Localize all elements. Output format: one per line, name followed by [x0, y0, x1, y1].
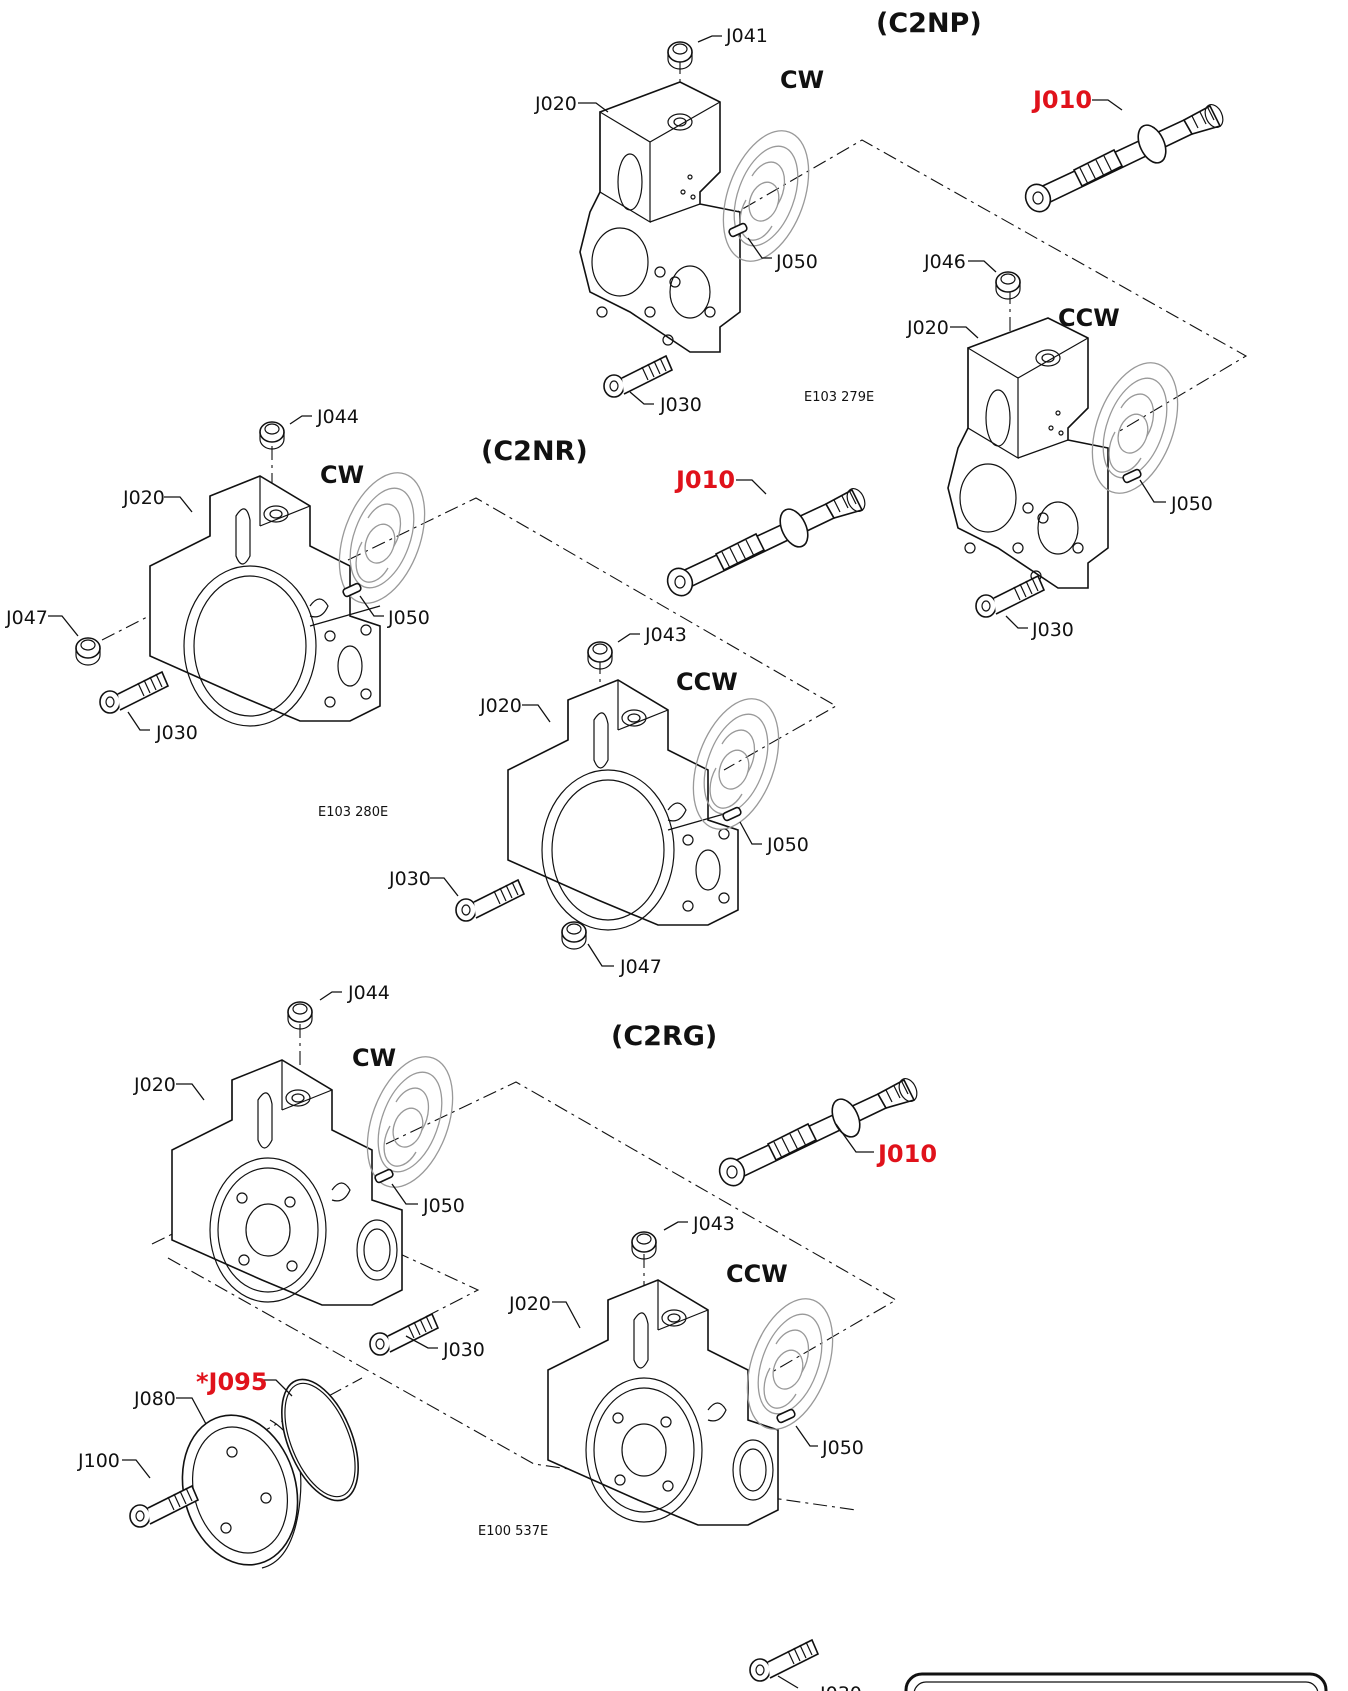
j030-screw-icon [455, 879, 525, 922]
label-j100: J100 [77, 1450, 120, 1472]
label-j043: J043 [644, 624, 687, 646]
label-j050: J050 [775, 251, 818, 273]
label-j020: J020 [906, 317, 949, 339]
j030-screw-icon [749, 1639, 819, 1682]
drawing-ref-c2nr: E103 280E [318, 805, 388, 820]
drawing-ref-c2np: E103 279E [804, 390, 874, 405]
j050-pin-icon [775, 1407, 797, 1425]
section-title-c2nr: (C2NR) [481, 436, 588, 467]
direction-cw-c2np: CW [780, 66, 824, 94]
label-j020: J020 [133, 1074, 176, 1096]
j020-body-cw-c2nr [149, 475, 381, 727]
j030-screw-icon [975, 575, 1045, 618]
j030-screw-icon [369, 1313, 439, 1356]
assembly-line [719, 139, 1248, 433]
label-j050: J050 [422, 1195, 465, 1217]
section-title-c2np: (C2NP) [876, 8, 982, 39]
label-j050: J050 [766, 834, 809, 856]
label-j020: J020 [122, 487, 165, 509]
assembly-line [347, 497, 838, 771]
label-j030: J030 [388, 868, 431, 890]
label-j080: J080 [133, 1388, 176, 1410]
label-j030: J030 [659, 394, 702, 416]
label-j030: J030 [442, 1339, 485, 1361]
assembly-line [385, 1081, 898, 1373]
label-j020: J020 [508, 1293, 551, 1315]
section-c2nr: (C2NR) CW CCW E103 280E J044 J020 J010 J… [5, 406, 870, 978]
label-j043: J043 [692, 1213, 735, 1235]
label-j020: J020 [534, 93, 577, 115]
j030-screw-icon [99, 671, 169, 714]
label-j044: J044 [347, 982, 390, 1004]
label-j047: J047 [619, 956, 662, 978]
j047-plug-icon [561, 921, 587, 950]
direction-ccw-c2rg: CCW [726, 1260, 788, 1288]
drawing-ref-c2rg: E100 537E [478, 1524, 548, 1539]
label-j046: J046 [923, 251, 966, 273]
j020-body-cw-c2np [579, 81, 741, 353]
j047-plug-icon [75, 637, 101, 666]
j010-shaft-c2nr [662, 484, 870, 601]
j030-screw-icon [603, 355, 673, 398]
j010-shaft-c2np [1020, 100, 1228, 217]
label-j020: J020 [479, 695, 522, 717]
label-j010-c2nr: J010 [674, 466, 735, 494]
section-title-c2rg: (C2RG) [611, 1021, 717, 1052]
j080-cover-icon [181, 1414, 302, 1569]
j020-body-ccw-c2nr [507, 679, 739, 931]
label-j095: *J095 [196, 1368, 268, 1396]
label-j044: J044 [316, 406, 359, 428]
j020-body-ccw-c2np [947, 317, 1109, 589]
j050-pin-icon [1121, 467, 1143, 485]
j050-pin-icon [721, 805, 743, 823]
j044-plug-icon [259, 421, 285, 450]
label-j030: J030 [155, 722, 198, 744]
label-j010-c2np: J010 [1031, 86, 1092, 114]
j010-shaft-c2rg [714, 1074, 922, 1191]
j020-body-ccw-c2rg [547, 1279, 779, 1526]
j020-body-cw-c2rg [171, 1059, 403, 1306]
section-c2rg: (C2RG) CW CCW E100 537E [77, 982, 937, 1691]
label-j041: J041 [725, 25, 768, 47]
label-j047: J047 [5, 607, 48, 629]
label-j050: J050 [821, 1437, 864, 1459]
direction-cw-c2nr: CW [320, 461, 364, 489]
label-j050: J050 [387, 607, 430, 629]
label-j050: J050 [1170, 493, 1213, 515]
direction-ccw-c2nr: CCW [676, 668, 738, 696]
label-j010-c2rg: J010 [876, 1140, 937, 1168]
label-j030: J030 [1031, 619, 1074, 641]
direction-cw-c2rg: CW [352, 1044, 396, 1072]
j050-pin-icon [373, 1167, 395, 1185]
note-box [904, 1672, 1328, 1691]
j095-o-ring-icon [281, 1378, 359, 1502]
label-j030: J030 [819, 1683, 862, 1691]
section-c2np: (C2NP) CW CCW E103 279E J041 J020 J010 J… [534, 8, 1248, 641]
j046-plug-icon [995, 271, 1021, 300]
